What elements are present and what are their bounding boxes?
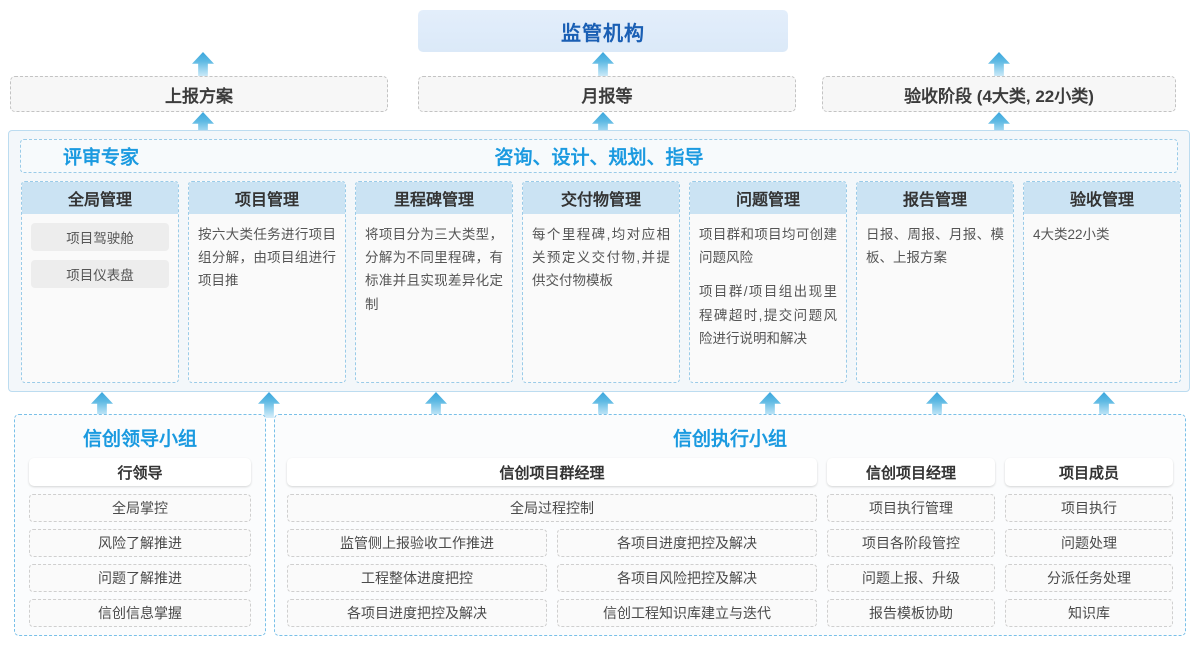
column-paragraph: 项目群/项目组出现里程碑超时,提交问题风险进行说明和解决 <box>699 284 837 346</box>
report-label-0: 上报方案 <box>165 86 233 106</box>
column-title: 里程碑管理 <box>356 182 512 214</box>
execution-group: 信创执行小组 信创项目群经理 全局过程控制 监管侧上报验收工作推进 工程整体进度… <box>274 414 1186 636</box>
report-label-2: 验收阶段 (4大类, 22小类) <box>904 86 1094 106</box>
column-milestone-management: 里程碑管理 将项目分为三大类型，分解为不同里程碑，有标准并且实现差异化定制 <box>355 181 513 383</box>
column-paragraph: 按六大类任务进行项目组分解，由项目组进行项目推 <box>198 227 336 289</box>
column-paragraph: 日报、周报、月报、模板、上报方案 <box>866 227 1004 266</box>
column-title: 问题管理 <box>690 182 846 214</box>
column-title: 全局管理 <box>22 182 178 214</box>
task-item[interactable]: 问题上报、升级 <box>827 564 995 592</box>
report-box-monthly: 月报等 <box>418 76 796 112</box>
column-title: 验收管理 <box>1024 182 1180 214</box>
column-paragraph: 项目群和项目均可创建问题风险 <box>699 227 837 266</box>
column-body: 项目群和项目均可创建问题风险 项目群/项目组出现里程碑超时,提交问题风险进行说明… <box>690 214 846 382</box>
service-panel-header: 评审专家 咨询、设计、规划、指导 <box>20 139 1178 173</box>
column-paragraph: 4大类22小类 <box>1033 227 1110 242</box>
column-body: 日报、周报、月报、模板、上报方案 <box>857 214 1013 382</box>
leadership-group-body: 行领导 全局掌控 风险了解推进 问题了解推进 信创信息掌握 <box>15 458 265 627</box>
column-acceptance-management: 验收管理 4大类22小类 <box>1023 181 1181 383</box>
column-global-management: 全局管理 项目驾驶舱 项目仪表盘 <box>21 181 179 383</box>
leadership-group-title: 信创领导小组 <box>82 429 197 450</box>
report-box-plan: 上报方案 <box>10 76 388 112</box>
column-title: 交付物管理 <box>523 182 679 214</box>
arrow-up-report-0 <box>192 52 214 78</box>
execution-group-columns: 信创项目群经理 全局过程控制 监管侧上报验收工作推进 工程整体进度把控 各项目进… <box>275 458 1185 634</box>
column-body: 每个里程碑,均对应相关预定义交付物,并提供交付物模板 <box>523 214 679 382</box>
task-item[interactable]: 监管侧上报验收工作推进 <box>287 529 547 557</box>
task-item[interactable]: 各项目进度把控及解决 <box>557 529 817 557</box>
project-member-block: 项目成员 项目执行 问题处理 分派任务处理 知识库 <box>1005 458 1173 634</box>
task-item[interactable]: 风险了解推进 <box>29 529 251 557</box>
task-item[interactable]: 项目执行 <box>1005 494 1173 522</box>
report-box-acceptance: 验收阶段 (4大类, 22小类) <box>822 76 1176 112</box>
column-title: 项目管理 <box>189 182 345 214</box>
feature-pill[interactable]: 项目驾驶舱 <box>31 223 169 251</box>
task-item[interactable]: 全局过程控制 <box>287 494 817 522</box>
arrow-up-report-2 <box>988 52 1010 78</box>
task-item[interactable]: 各项目风险把控及解决 <box>557 564 817 592</box>
column-issue-management: 问题管理 项目群和项目均可创建问题风险 项目群/项目组出现里程碑超时,提交问题风… <box>689 181 847 383</box>
service-panel: 评审专家 咨询、设计、规划、指导 全局管理 项目驾驶舱 项目仪表盘 项目管理 按… <box>8 130 1190 392</box>
task-item[interactable]: 工程整体进度把控 <box>287 564 547 592</box>
regulator-label: 监管机构 <box>561 22 645 45</box>
role-header-bank-leader: 行领导 <box>29 458 251 486</box>
project-manager-block: 信创项目经理 项目执行管理 项目各阶段管控 问题上报、升级 报告模板协助 <box>827 458 995 634</box>
task-item[interactable]: 全局掌控 <box>29 494 251 522</box>
consulting-scope-label: 咨询、设计、规划、指导 <box>494 147 704 169</box>
review-experts-label: 评审专家 <box>63 147 140 169</box>
leadership-group: 信创领导小组 行领导 全局掌控 风险了解推进 问题了解推进 信创信息掌握 <box>14 414 266 636</box>
column-project-management: 项目管理 按六大类任务进行项目组分解，由项目组进行项目推 <box>188 181 346 383</box>
feature-pill[interactable]: 项目仪表盘 <box>31 260 169 288</box>
column-deliverable-management: 交付物管理 每个里程碑,均对应相关预定义交付物,并提供交付物模板 <box>522 181 680 383</box>
task-item[interactable]: 各项目进度把控及解决 <box>287 599 547 627</box>
task-item[interactable]: 问题了解推进 <box>29 564 251 592</box>
task-item[interactable]: 问题处理 <box>1005 529 1173 557</box>
report-label-1: 月报等 <box>581 86 633 106</box>
program-manager-task-grid: 监管侧上报验收工作推进 工程整体进度把控 各项目进度把控及解决 各项目进度把控及… <box>287 529 817 634</box>
role-header-project-member: 项目成员 <box>1005 458 1173 486</box>
program-manager-block: 信创项目群经理 全局过程控制 监管侧上报验收工作推进 工程整体进度把控 各项目进… <box>287 458 817 634</box>
column-report-management: 报告管理 日报、周报、月报、模板、上报方案 <box>856 181 1014 383</box>
task-item[interactable]: 信创信息掌握 <box>29 599 251 627</box>
column-paragraph: 将项目分为三大类型，分解为不同里程碑，有标准并且实现差异化定制 <box>365 227 503 312</box>
task-item[interactable]: 信创工程知识库建立与迭代 <box>557 599 817 627</box>
task-item[interactable]: 分派任务处理 <box>1005 564 1173 592</box>
role-header-program-manager: 信创项目群经理 <box>287 458 817 486</box>
role-header-project-manager: 信创项目经理 <box>827 458 995 486</box>
column-paragraph: 每个里程碑,均对应相关预定义交付物,并提供交付物模板 <box>532 227 670 289</box>
column-title: 报告管理 <box>857 182 1013 214</box>
task-item[interactable]: 项目各阶段管控 <box>827 529 995 557</box>
task-item[interactable]: 知识库 <box>1005 599 1173 627</box>
management-columns: 全局管理 项目驾驶舱 项目仪表盘 项目管理 按六大类任务进行项目组分解，由项目组… <box>21 181 1181 383</box>
task-item[interactable]: 报告模板协助 <box>827 599 995 627</box>
task-item[interactable]: 项目执行管理 <box>827 494 995 522</box>
execution-group-title: 信创执行小组 <box>672 429 787 450</box>
column-body: 4大类22小类 <box>1024 214 1180 382</box>
column-body: 将项目分为三大类型，分解为不同里程碑，有标准并且实现差异化定制 <box>356 214 512 382</box>
column-body: 项目驾驶舱 项目仪表盘 <box>22 214 178 382</box>
regulator-box: 监管机构 <box>418 10 788 52</box>
arrow-up-report-1 <box>592 52 614 78</box>
column-body: 按六大类任务进行项目组分解，由项目组进行项目推 <box>189 214 345 382</box>
program-manager-tasks-left: 监管侧上报验收工作推进 工程整体进度把控 各项目进度把控及解决 <box>287 529 547 634</box>
program-manager-tasks-right: 各项目进度把控及解决 各项目风险把控及解决 信创工程知识库建立与迭代 <box>557 529 817 634</box>
